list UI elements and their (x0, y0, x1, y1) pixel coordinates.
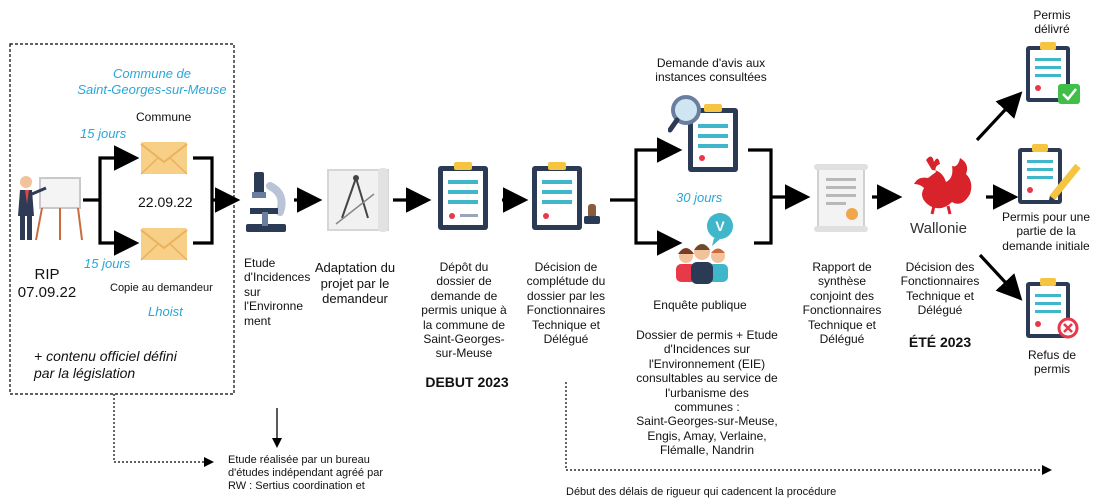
wallonie-label: Wallonie (910, 220, 967, 237)
commune-dashed-box (9, 43, 235, 395)
permis-delivre-label: Permis délivré (1033, 8, 1071, 37)
days-30-label: 30 jours (676, 190, 723, 205)
dotted-connector-etude (113, 394, 214, 467)
commune-title: Commune de Saint-Georges-sur-Meuse (77, 66, 227, 97)
document-search-icon (668, 95, 738, 172)
debut-2023-label: DEBUT 2023 (425, 374, 509, 390)
drafting-board-icon (327, 168, 389, 232)
days-bottom-label: 15 jours (84, 256, 131, 271)
permis-partie-label: Permis pour une partie de la demande ini… (1001, 210, 1091, 253)
svg-text:V: V (715, 218, 725, 234)
wallonie-rooster-icon (914, 156, 972, 215)
document-edit-icon (1018, 144, 1081, 204)
refus-label: Refus de permis (1027, 348, 1077, 377)
merge-bracket-right (193, 156, 214, 245)
document-icon (438, 162, 488, 230)
certificate-report-icon (814, 164, 868, 232)
presenter-icon (18, 176, 83, 241)
ete-2023-label: ÉTÉ 2023 (908, 334, 972, 350)
dossier-consultation-note: Dossier de permis + Etude d'Incidences s… (636, 328, 778, 458)
demande-avis-label: Demande d'avis aux instances consultées (655, 56, 767, 85)
document-refused-icon (1026, 278, 1079, 339)
etude-label: Etude d'Incidences sur l'Environne ment (244, 256, 311, 328)
public-inquiry-icon: V (676, 213, 733, 284)
microscope-icon (246, 172, 286, 232)
envelope-icon (140, 228, 188, 261)
rapport-label: Rapport de synthèse conjoint des Fonctio… (802, 260, 882, 346)
document-approved-icon (1026, 42, 1080, 104)
merge-bracket-consultation (748, 148, 773, 245)
date-label: 22.09.22 (138, 194, 193, 210)
etude-footnote: Etude réalisée par un bureau d'études in… (228, 454, 384, 493)
arrow-to-permis-delivre (975, 91, 1023, 142)
delais-footnote: Début des délais de rigueur qui cadencen… (566, 486, 837, 498)
copy-label: Copie au demandeur (110, 282, 213, 294)
adaptation-label: Adaptation du projet par le demandeur (314, 260, 396, 307)
document-stamp-icon (532, 162, 600, 230)
split-bracket-consultation (610, 148, 660, 245)
arrow-to-refus (978, 253, 1023, 301)
depot-label: Dépôt du dossier de demande de permis un… (421, 260, 507, 361)
company-label: Lhoist (148, 304, 183, 319)
rip-label: RIP 07.09.22 (17, 266, 77, 301)
enquete-label: Enquête publique (653, 298, 747, 312)
decision-fonctionnaires-label: Décision des Fonctionnaires Technique et… (900, 260, 980, 318)
days-top-label: 15 jours (80, 126, 127, 141)
commune-label: Commune (136, 110, 192, 124)
split-bracket-left (83, 156, 115, 245)
dotted-connector-delais (565, 382, 1052, 475)
envelope-icon (140, 142, 188, 175)
completude-label: Décision de complétude du dossier par le… (526, 260, 606, 346)
official-content-note: + contenu officiel défini par la législa… (34, 348, 177, 381)
